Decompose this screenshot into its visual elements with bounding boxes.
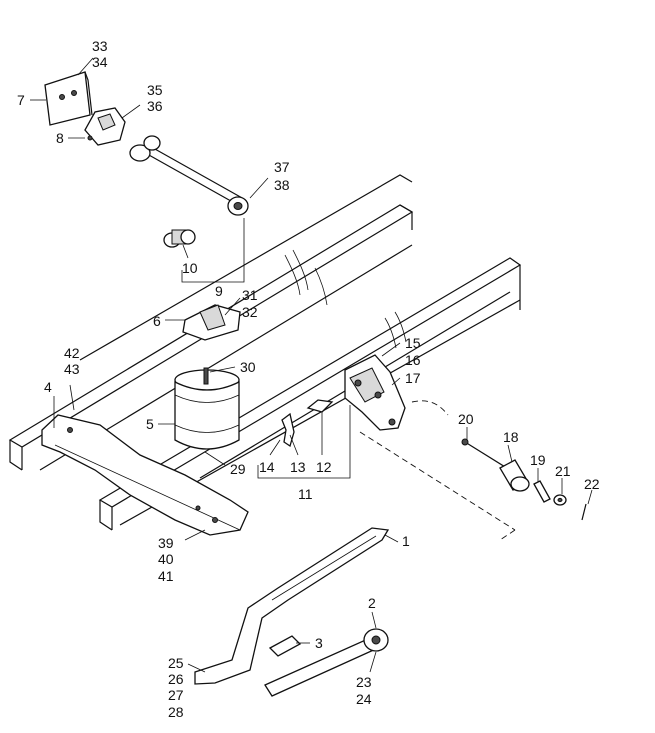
rail-break-marks (284, 249, 407, 349)
callout-28: 28 (168, 704, 184, 720)
callout-34: 34 (92, 54, 108, 70)
callout-37: 37 (274, 159, 290, 175)
assembly-dashed-lines (359, 400, 516, 541)
callout-26: 26 (168, 671, 184, 687)
callout-17: 17 (405, 370, 421, 386)
cross-member-4 (41, 414, 249, 536)
callout-14: 14 (259, 459, 275, 475)
callout-12: 12 (316, 459, 332, 475)
callout-33: 33 (92, 38, 108, 54)
bracket-6 (182, 304, 241, 341)
torque-rod-9 (129, 135, 249, 216)
callout-3: 3 (315, 635, 323, 651)
callout-5: 5 (146, 416, 154, 432)
air-spring-5 (174, 367, 240, 450)
group-bracket-9 (181, 270, 245, 283)
callout-6: 6 (153, 313, 161, 329)
callout-35: 35 (147, 82, 163, 98)
callout-15: 15 (405, 335, 421, 351)
callout-24: 24 (356, 691, 372, 707)
callout-25: 25 (168, 655, 184, 671)
bolt-20 (461, 438, 511, 471)
callout-4: 4 (44, 379, 52, 395)
callout-42: 42 (64, 345, 80, 361)
callout-1: 1 (402, 533, 410, 549)
axle-link-2 (264, 628, 389, 697)
callout-31: 31 (242, 287, 258, 303)
bracket-8 (84, 107, 126, 146)
callout-27: 27 (168, 687, 184, 703)
washer-21 (553, 494, 567, 506)
callout-32: 32 (242, 304, 258, 320)
callout-29: 29 (230, 461, 246, 477)
callout-labels: 33 34 7 35 36 8 37 38 10 9 31 32 6 42 43… (17, 38, 600, 720)
callout-39: 39 (158, 535, 174, 551)
callout-36: 36 (147, 98, 163, 114)
callout-8: 8 (56, 130, 64, 146)
leaf-spring-1 (194, 527, 390, 685)
bracket-7 (44, 71, 93, 126)
bushing-10 (163, 229, 196, 248)
callout-2: 2 (368, 595, 376, 611)
pin-22 (581, 503, 587, 521)
group-bracket-11 (257, 465, 351, 479)
bushing-18 (499, 459, 530, 492)
callout-10: 10 (182, 260, 198, 276)
leader-lines (30, 57, 593, 673)
pad-12 (306, 399, 334, 413)
callout-20: 20 (458, 411, 474, 427)
callout-11: 11 (298, 486, 313, 502)
callout-9: 9 (215, 283, 223, 299)
callout-7: 7 (17, 92, 25, 108)
callout-43: 43 (64, 361, 80, 377)
callout-41: 41 (158, 568, 174, 584)
sleeve-19 (533, 480, 551, 503)
callout-16: 16 (405, 352, 421, 368)
plate-3 (268, 635, 302, 657)
callout-23: 23 (356, 674, 372, 690)
hanger-bracket-15 (344, 354, 406, 431)
callout-38: 38 (274, 177, 290, 193)
callout-40: 40 (158, 551, 174, 567)
callout-19: 19 (530, 452, 546, 468)
callout-22: 22 (584, 476, 600, 492)
callout-30: 30 (240, 359, 256, 375)
callout-18: 18 (503, 429, 519, 445)
callout-21: 21 (555, 463, 571, 479)
callout-13: 13 (290, 459, 306, 475)
